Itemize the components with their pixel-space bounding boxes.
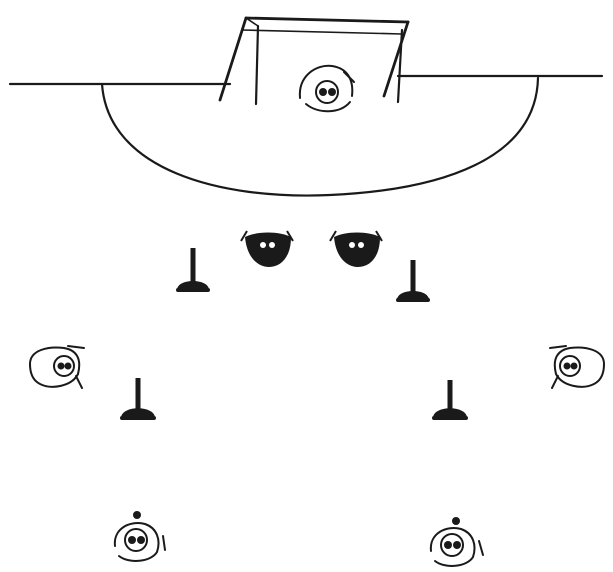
player-top-view-icon	[330, 231, 382, 267]
defender-left	[241, 231, 293, 267]
soccer-goal-icon	[220, 18, 408, 104]
player-top-view-icon	[550, 346, 604, 388]
ball-icon	[452, 517, 460, 525]
player-top-view-icon	[241, 231, 293, 267]
cone-inner-right	[396, 260, 430, 302]
player-top-view-icon	[300, 66, 354, 111]
player-top-view-icon	[115, 523, 165, 561]
cone-icon	[120, 378, 156, 420]
cone-inner-left	[176, 248, 210, 292]
attacker-bottom-right	[431, 517, 483, 566]
cone-icon	[432, 380, 468, 420]
attacker-wing-right	[550, 346, 604, 388]
goalkeeper	[300, 66, 354, 111]
attacker-wing-left	[30, 346, 84, 388]
attacker-bottom-left	[115, 511, 165, 561]
cone-icon	[396, 260, 430, 302]
player-top-view-icon	[30, 346, 84, 388]
cone-outer-right	[432, 380, 468, 420]
player-top-view-icon	[431, 528, 483, 566]
ball-icon	[133, 511, 141, 519]
cone-icon	[176, 248, 210, 292]
cone-outer-left	[120, 378, 156, 420]
defender-right	[330, 231, 382, 267]
